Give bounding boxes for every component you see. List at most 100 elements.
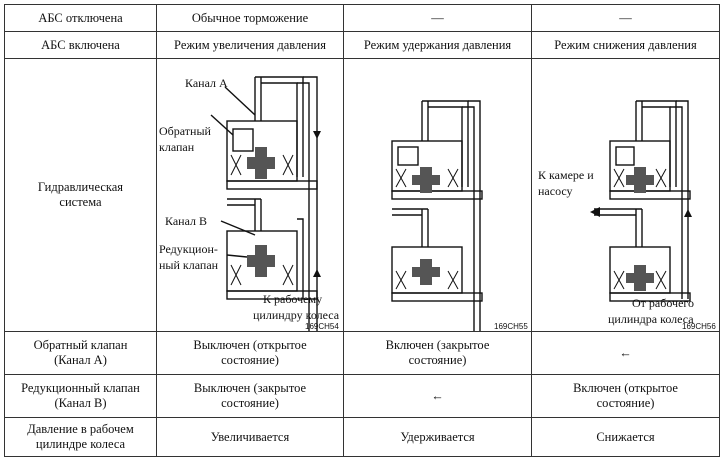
mode-pressure-increase: Режим увеличения давления bbox=[156, 31, 344, 59]
abs-modes-table: АБС отключена Обычное торможение — — АБС… bbox=[4, 4, 720, 457]
lower-plunger bbox=[626, 265, 654, 291]
reduction-valve-col2: ← bbox=[343, 374, 532, 418]
main-return-pipe bbox=[297, 76, 318, 331]
reduction-valve-label-line1: Редукционный клапан bbox=[21, 381, 140, 395]
check-valve-col2: Включен (закрытое состояние) bbox=[343, 331, 532, 375]
pressure-col3: Снижается bbox=[531, 417, 720, 457]
check-valve-label: Обратный клапан (Канал А) bbox=[4, 331, 157, 375]
outlet-pipe bbox=[594, 208, 642, 216]
row-check-valve: Обратный клапан (Канал А) Выключен (откр… bbox=[4, 331, 720, 375]
mode-pressure-hold: Режим удержания давления bbox=[343, 31, 532, 59]
abs-off-col2: — bbox=[343, 4, 532, 32]
lower-valve-base bbox=[391, 292, 483, 302]
reduction-valve-col1-line1: Выключен (закрытое bbox=[193, 381, 307, 395]
row-pressure: Давление в рабочем цилиндре колеса Увели… bbox=[4, 417, 720, 457]
label-check-valve-1: Обратный bbox=[159, 124, 212, 138]
hydraulic-label: Гидравлическая система bbox=[4, 58, 157, 332]
diagram-decrease-cell: К камере и насосу От рабочего цилиндра к… bbox=[531, 58, 720, 332]
diagram-code-1: 169CH54 bbox=[305, 322, 339, 331]
check-valve-pointer bbox=[210, 114, 234, 136]
row-hydraulic: Гидравлическая система bbox=[4, 58, 720, 332]
lower-inlet-pipe bbox=[635, 209, 643, 247]
upper-plunger bbox=[412, 167, 440, 193]
hydraulic-label-line2: система bbox=[59, 195, 102, 209]
check-valve-box bbox=[615, 146, 635, 166]
label-from-cylinder-2: цилиндра колеса bbox=[608, 312, 694, 326]
main-pipe bbox=[462, 100, 481, 331]
lower-coil bbox=[613, 270, 667, 290]
check-valve-col2-line1: Включен (закрытое bbox=[385, 338, 490, 352]
label-to-cylinder-2: цилиндру колеса bbox=[253, 308, 340, 322]
diagram-hold: 169CH55 bbox=[391, 100, 528, 331]
check-valve-box bbox=[397, 146, 419, 166]
label-reduction-valve-1: Редукцион- bbox=[159, 242, 218, 256]
row-abs-on: АБС включена Режим увеличения давления Р… bbox=[4, 31, 720, 59]
label-reduction-valve-2: ный клапан bbox=[159, 258, 219, 272]
pressure-label-line1: Давление в рабочем bbox=[27, 422, 134, 436]
diagram-increase-cell: Канал А Обратный клапан Канал В Редукцио… bbox=[156, 58, 344, 332]
pressure-label-line2: цилиндре колеса bbox=[35, 437, 126, 451]
lower-plunger bbox=[247, 245, 275, 277]
upper-inlet-pipe bbox=[254, 77, 262, 121]
lower-plunger bbox=[412, 259, 440, 285]
pressure-label: Давление в рабочем цилиндре колеса bbox=[4, 417, 157, 457]
lower-valve-base bbox=[609, 292, 691, 302]
label-to-chamber-2: насосу bbox=[538, 184, 573, 198]
reduction-valve-col3-line2: состояние) bbox=[596, 396, 655, 410]
reduction-valve-label: Редукционный клапан (Канал В) bbox=[4, 374, 157, 418]
check-valve-col1: Выключен (открытое состояние) bbox=[156, 331, 344, 375]
lower-inlet-pipe bbox=[421, 209, 429, 247]
check-valve-label-line2: (Канал А) bbox=[54, 353, 107, 367]
return-arrow bbox=[684, 209, 692, 217]
label-channel-a: Канал А bbox=[185, 76, 228, 90]
channel-a-pointer bbox=[224, 86, 256, 116]
main-pipe bbox=[670, 100, 689, 299]
abs-on-label: АБС включена bbox=[4, 31, 157, 59]
check-valve-label-line1: Обратный клапан bbox=[33, 338, 128, 352]
reduction-valve-col3-line1: Включен (открытое bbox=[573, 381, 678, 395]
diagram-code-3: 169CH56 bbox=[682, 322, 716, 331]
abs-off-col3: — bbox=[531, 4, 720, 32]
check-valve-col1-line1: Выключен (открытое bbox=[193, 338, 307, 352]
reduction-valve-label-line2: (Канал В) bbox=[54, 396, 107, 410]
hydraulic-label-line1: Гидравлическая bbox=[37, 180, 124, 194]
diagram-code-2: 169CH55 bbox=[494, 322, 528, 331]
label-channel-b: Канал В bbox=[165, 214, 207, 228]
flow-arrow-1 bbox=[313, 131, 321, 139]
channel-b-pipe bbox=[392, 208, 428, 216]
check-valve-col3: ← bbox=[531, 331, 720, 375]
upper-inlet-pipe bbox=[421, 101, 429, 141]
check-valve-box bbox=[232, 128, 254, 152]
pressure-col2: Удерживается bbox=[343, 417, 532, 457]
row-abs-off: АБС отключена Обычное торможение — — bbox=[4, 4, 720, 32]
lower-coil bbox=[395, 270, 459, 290]
upper-valve-base bbox=[609, 190, 691, 200]
reduction-valve-col1: Выключен (закрытое состояние) bbox=[156, 374, 344, 418]
pressure-col1: Увеличивается bbox=[156, 417, 344, 457]
lower-inlet-pipe bbox=[254, 199, 262, 231]
check-valve-col1-line2: состояние) bbox=[221, 353, 279, 367]
upper-valve-base bbox=[226, 180, 318, 190]
abs-off-label: АБС отключена bbox=[4, 4, 157, 32]
label-from-cylinder-1: От рабочего bbox=[632, 296, 694, 310]
channel-b-pipe bbox=[227, 198, 261, 206]
mode-pressure-decrease: Режим снижения давления bbox=[531, 31, 720, 59]
label-check-valve-2: клапан bbox=[159, 140, 195, 154]
reduction-valve-pointer bbox=[226, 254, 248, 258]
diagram-decrease: К камере и насосу От рабочего цилиндра к… bbox=[538, 100, 716, 331]
channel-b-pointer bbox=[220, 220, 256, 236]
reduction-valve-col1-line2: состояние) bbox=[221, 396, 279, 410]
outlet-arrow bbox=[590, 207, 600, 217]
upper-inlet-pipe bbox=[635, 101, 643, 141]
label-to-cylinder-1: К рабочему bbox=[263, 292, 322, 306]
diagram-increase: Канал А Обратный клапан Канал В Редукцио… bbox=[159, 76, 340, 331]
check-valve-col2-line2: состояние) bbox=[408, 353, 467, 367]
lower-coil bbox=[230, 264, 294, 286]
upper-coil bbox=[395, 168, 459, 188]
label-to-chamber-1: К камере и bbox=[538, 168, 594, 182]
upper-coil bbox=[230, 154, 294, 176]
flow-arrow-2 bbox=[313, 269, 321, 277]
upper-coil bbox=[613, 168, 667, 188]
abs-off-col1: Обычное торможение bbox=[156, 4, 344, 32]
